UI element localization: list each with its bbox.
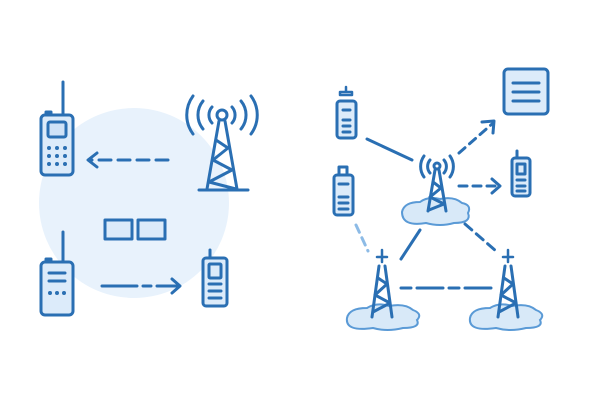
bottom-right-tower-icon bbox=[468, 248, 544, 331]
channel-blocks bbox=[103, 218, 167, 241]
walkie-talkie-speaker-icon bbox=[39, 230, 75, 317]
cloud-icon bbox=[468, 303, 544, 331]
walkie-talkie-small-icon bbox=[201, 248, 229, 308]
left-panel bbox=[39, 80, 259, 317]
coverage-circle bbox=[39, 108, 229, 298]
walkie-talkie-mid-icon bbox=[332, 165, 355, 217]
dashed-arrow-right bbox=[100, 277, 182, 295]
cloud-icon bbox=[345, 303, 421, 331]
walkie-talkie-top-icon bbox=[335, 85, 358, 140]
dashed-arrow-left bbox=[86, 151, 170, 169]
central-tower-icon bbox=[400, 154, 471, 226]
bottom-left-tower-icon bbox=[345, 248, 421, 331]
right-panel bbox=[332, 67, 550, 331]
walkie-talkie-right-icon bbox=[510, 149, 532, 198]
connection-lines bbox=[354, 119, 502, 290]
cloud-icon bbox=[400, 197, 471, 226]
walkie-talkie-keypad-icon bbox=[39, 80, 75, 177]
document-icon bbox=[502, 67, 550, 116]
radio-tower-icon bbox=[185, 94, 259, 192]
